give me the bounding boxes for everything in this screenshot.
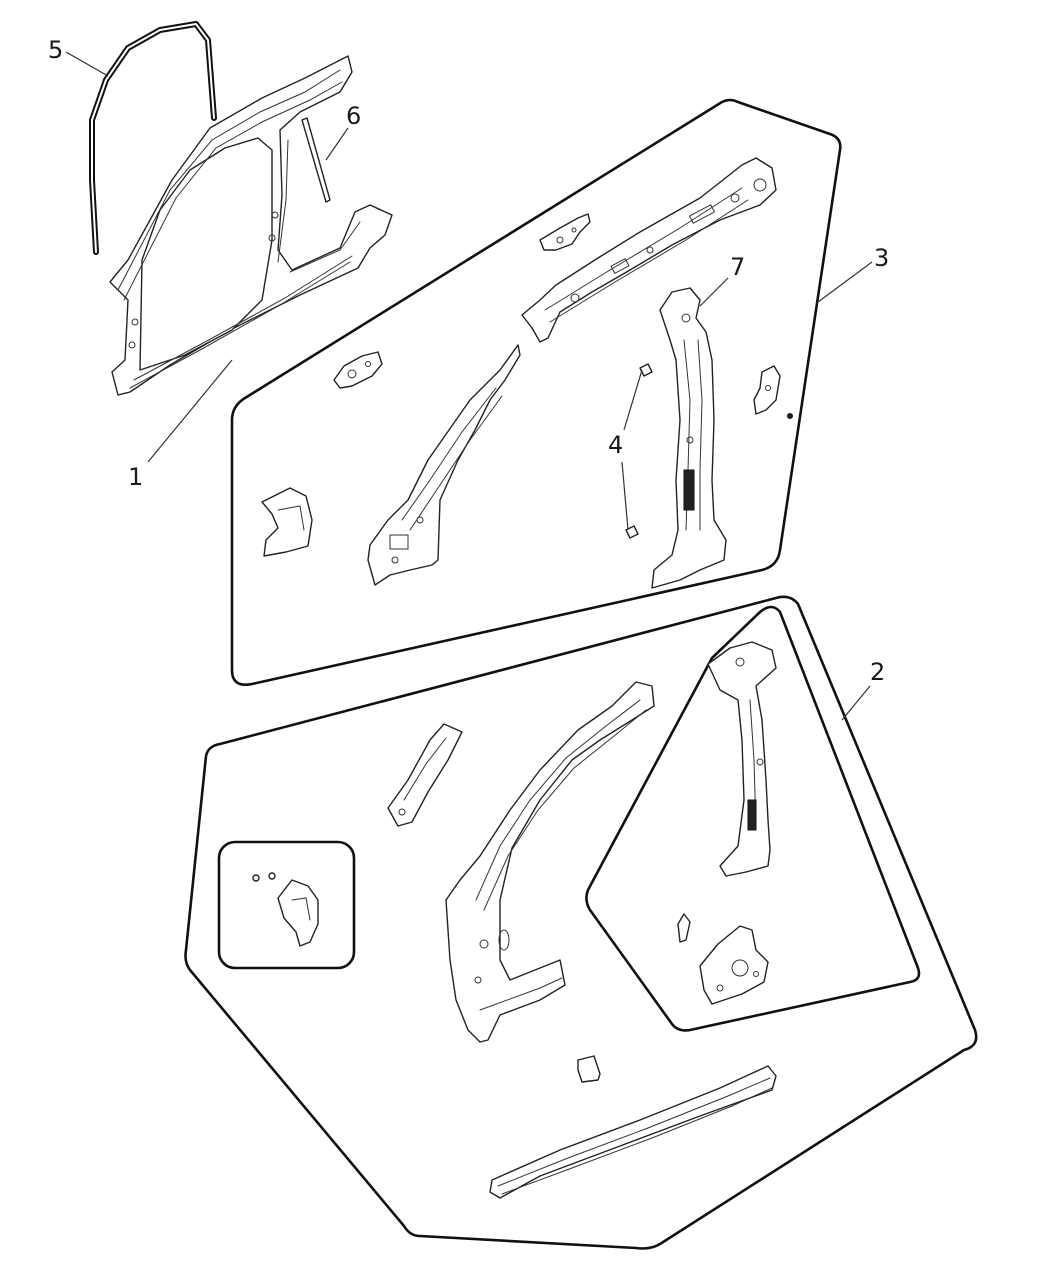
door-weatherstrip-seal <box>89 21 217 255</box>
sub-group-outline <box>585 605 921 1032</box>
rocker-sill <box>489 1065 777 1199</box>
roof-rail-reinforcement <box>521 157 777 343</box>
clip-small <box>677 913 691 943</box>
bracket-plate-left <box>261 487 313 557</box>
leader-2 <box>841 685 871 721</box>
b-pillar-outer <box>707 641 777 877</box>
callout-2: 2 <box>870 658 885 686</box>
callout-4: 4 <box>608 431 623 459</box>
leader-3 <box>817 261 873 303</box>
leader-1 <box>147 359 233 463</box>
callout-6: 6 <box>346 102 361 130</box>
b-pillar-reinforcement <box>651 287 727 589</box>
callout-5: 5 <box>48 36 63 64</box>
group-2-outline <box>184 595 978 1250</box>
trim-strip <box>301 117 331 203</box>
leader-6 <box>325 127 349 161</box>
a-pillar-outer-panel <box>445 681 655 1043</box>
callout-3: 3 <box>874 244 889 272</box>
leader-5 <box>65 51 109 77</box>
sub-box-outline <box>217 840 356 970</box>
leader-4b <box>621 461 629 531</box>
bracket-in-box <box>252 872 319 947</box>
bracket-small-right <box>753 365 793 419</box>
clip-nut-lower <box>625 525 639 539</box>
leader-4a <box>623 369 643 431</box>
leader-7 <box>699 277 729 307</box>
group-3-outline <box>230 98 842 686</box>
bracket-angled <box>387 723 463 827</box>
callout-7: 7 <box>730 253 745 281</box>
a-pillar-inner-panel <box>367 344 521 586</box>
bracket-small-left <box>333 351 383 389</box>
cap-square <box>577 1055 601 1083</box>
bracket-lower-right <box>699 925 769 1005</box>
clip-nut-upper <box>639 363 653 377</box>
bracket-small-top <box>539 213 591 251</box>
callout-1: 1 <box>128 463 143 491</box>
body-side-aperture <box>109 55 393 396</box>
